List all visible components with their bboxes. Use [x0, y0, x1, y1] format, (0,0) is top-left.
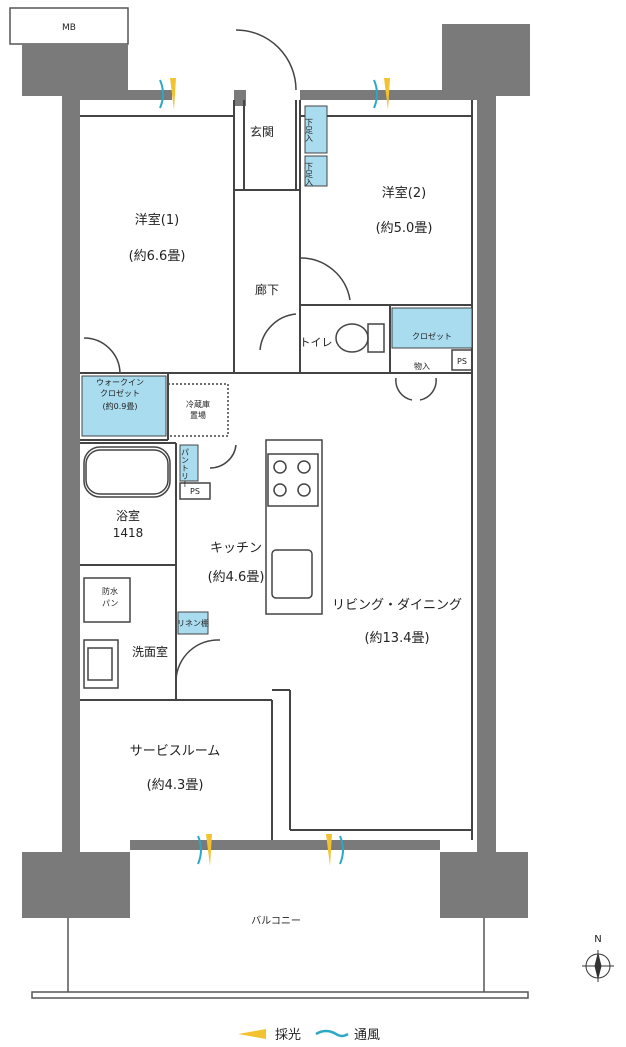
compass-icon — [582, 950, 614, 982]
pantry-label: パントリー — [181, 448, 190, 488]
light-legend-label: 採光 — [275, 1028, 301, 1043]
western-room-2-size: (約5.0畳) — [376, 221, 433, 236]
walkin-closet-label: ウォークイン — [96, 378, 144, 387]
shoe-storage-label: 下足入 — [305, 118, 314, 142]
fridge-space-label: 置場 — [190, 410, 206, 420]
window-symbols — [159, 78, 390, 866]
service-room-size: (約4.3畳) — [147, 778, 204, 793]
wind-legend-icon — [315, 1029, 349, 1038]
western-room-1-name: 洋室(1) — [135, 212, 179, 228]
wind-legend-label: 通風 — [354, 1028, 380, 1043]
washroom-label: 洗面室 — [132, 644, 168, 659]
western-room-2-name: 洋室(2) — [382, 185, 426, 201]
living-dining-name: リビング・ダイニング — [332, 598, 462, 613]
water-pan-label: パン — [102, 599, 118, 608]
bathroom-size: 1418 — [113, 526, 144, 540]
closet-label: クロゼット — [412, 331, 452, 341]
structure — [9, 7, 530, 918]
water-pan-label: 防水 — [102, 586, 118, 596]
storage-fills — [81, 105, 473, 635]
balcony-label: バルコニー — [251, 915, 301, 927]
compass-north-label: N — [594, 934, 601, 945]
fridge-space-label: 冷蔵庫 — [186, 399, 210, 409]
genkan-label: 玄関 — [250, 124, 274, 139]
kitchen-name: キッチン — [210, 541, 262, 556]
living-dining-size: (約13.4畳) — [364, 631, 429, 646]
shoe-storage-label: 下足入 — [305, 162, 314, 186]
toilet-label: トイレ — [300, 336, 333, 349]
ps-label: PS — [457, 357, 467, 366]
labels: MB 玄関 下足入 下足入 洋室(2) (約5.0畳) 洋室(1) (約6.6畳… — [62, 23, 602, 1043]
balcony-rail — [31, 918, 529, 999]
kitchen-size: (約4.6畳) — [208, 570, 265, 585]
light-legend-icon — [238, 1029, 266, 1039]
walkin-closet-label: クロゼット — [100, 388, 140, 398]
walkin-closet-size: (約0.9畳) — [103, 401, 138, 411]
ps-label: PS — [190, 487, 200, 496]
linen-shelf-label: リネン棚 — [177, 618, 209, 628]
hallway-label: 廊下 — [255, 282, 279, 297]
fixtures — [83, 29, 473, 689]
mb-label: MB — [62, 23, 76, 33]
bathroom-name: 浴室 — [116, 508, 140, 523]
service-room-name: サービスルーム — [130, 744, 221, 759]
interior-walls — [80, 100, 473, 840]
storage-label: 物入 — [414, 361, 430, 371]
western-room-1-size: (約6.6畳) — [129, 249, 186, 264]
